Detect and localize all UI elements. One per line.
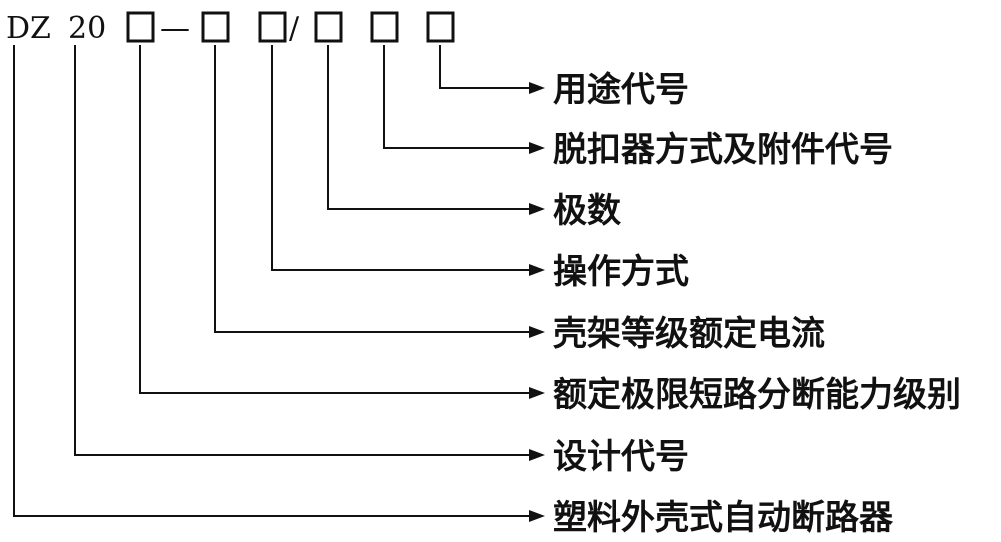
arrowhead-icon xyxy=(529,203,545,215)
arrowhead-icon xyxy=(529,510,545,522)
connector-pole-count xyxy=(327,45,531,210)
code-box-1 xyxy=(126,11,155,43)
connector-release-and-accessory-code xyxy=(383,45,531,149)
connector-operation-mode xyxy=(271,45,531,271)
code-box-2 xyxy=(201,11,230,43)
connector-frame-rated-current xyxy=(214,45,531,333)
code-box-5 xyxy=(370,11,399,43)
connector-design-code xyxy=(74,45,531,456)
arrowhead-icon xyxy=(529,142,545,154)
arrowhead-icon xyxy=(529,387,545,399)
arrowhead-icon xyxy=(529,326,545,338)
label-frame-rated-current: 壳架等级额定电流 xyxy=(553,314,825,354)
label-usage-code: 用途代号 xyxy=(553,70,689,110)
code-slash: / xyxy=(289,11,300,46)
code-dash: — xyxy=(160,11,190,46)
arrowhead-icon xyxy=(529,264,545,276)
connector-breaking-capacity-level xyxy=(139,45,531,394)
code-box-4 xyxy=(314,11,343,43)
label-release-and-accessory-code: 脱扣器方式及附件代号 xyxy=(553,130,893,170)
connector-usage-code xyxy=(439,45,531,89)
label-moulded-case-breaker: 塑料外壳式自动断路器 xyxy=(553,498,894,538)
connector-moulded-case-breaker xyxy=(13,45,531,517)
design-number-20: 20 xyxy=(68,11,106,46)
connector-lines xyxy=(13,45,545,522)
label-pole-count: 极数 xyxy=(553,191,621,231)
arrowhead-icon xyxy=(529,82,545,94)
code-box-6 xyxy=(426,11,455,43)
prefix-dz: DZ xyxy=(6,11,51,46)
label-operation-mode: 操作方式 xyxy=(553,252,689,292)
label-breaking-capacity-level: 额定极限短路分断能力级别 xyxy=(553,375,961,415)
code-box-3 xyxy=(258,11,287,43)
label-design-code: 设计代号 xyxy=(553,437,689,477)
arrowhead-icon xyxy=(529,449,545,461)
